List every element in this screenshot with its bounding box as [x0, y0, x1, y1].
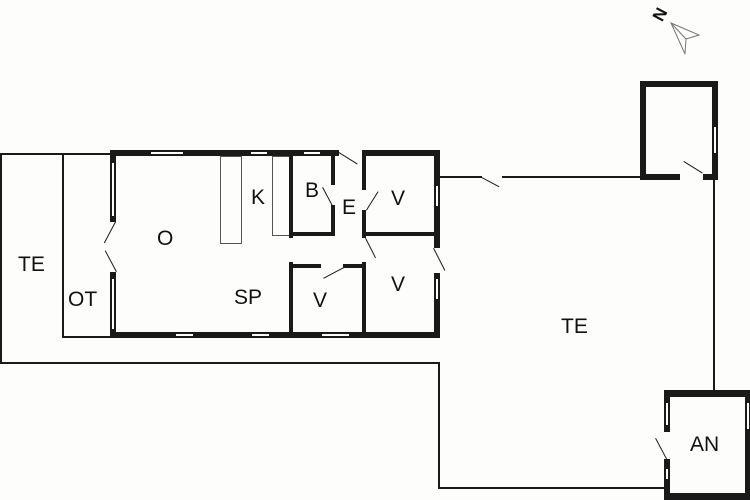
window	[665, 468, 669, 480]
room-label-te-main: TE	[561, 315, 588, 338]
room-label-v-bottom-mid: V	[313, 289, 328, 312]
room-label-b: B	[305, 179, 320, 202]
window	[150, 151, 184, 155]
room-label-o: O	[157, 227, 174, 250]
room-label-v-top: V	[391, 187, 406, 210]
room-label-te-left: TE	[18, 253, 45, 276]
window	[665, 402, 669, 426]
window	[111, 162, 115, 217]
room-label-an: AN	[690, 433, 720, 456]
kitchen-counter	[272, 156, 290, 236]
window	[435, 278, 439, 300]
north-arrow-icon	[670, 22, 701, 55]
room-label-sp: SP	[234, 286, 263, 309]
window	[175, 333, 194, 337]
room-label-e: E	[342, 196, 357, 219]
window	[250, 151, 268, 155]
room-label-k: K	[251, 186, 266, 209]
window	[303, 151, 321, 155]
kitchen-counter	[220, 156, 242, 244]
window	[435, 185, 439, 207]
window	[251, 333, 270, 337]
room-label-ot: OT	[68, 288, 98, 311]
window	[746, 402, 750, 430]
north-indicator: N	[648, 2, 708, 60]
window	[111, 278, 115, 330]
window	[713, 126, 717, 154]
window	[321, 333, 350, 337]
room-label-v-bottom-right: V	[391, 273, 406, 296]
